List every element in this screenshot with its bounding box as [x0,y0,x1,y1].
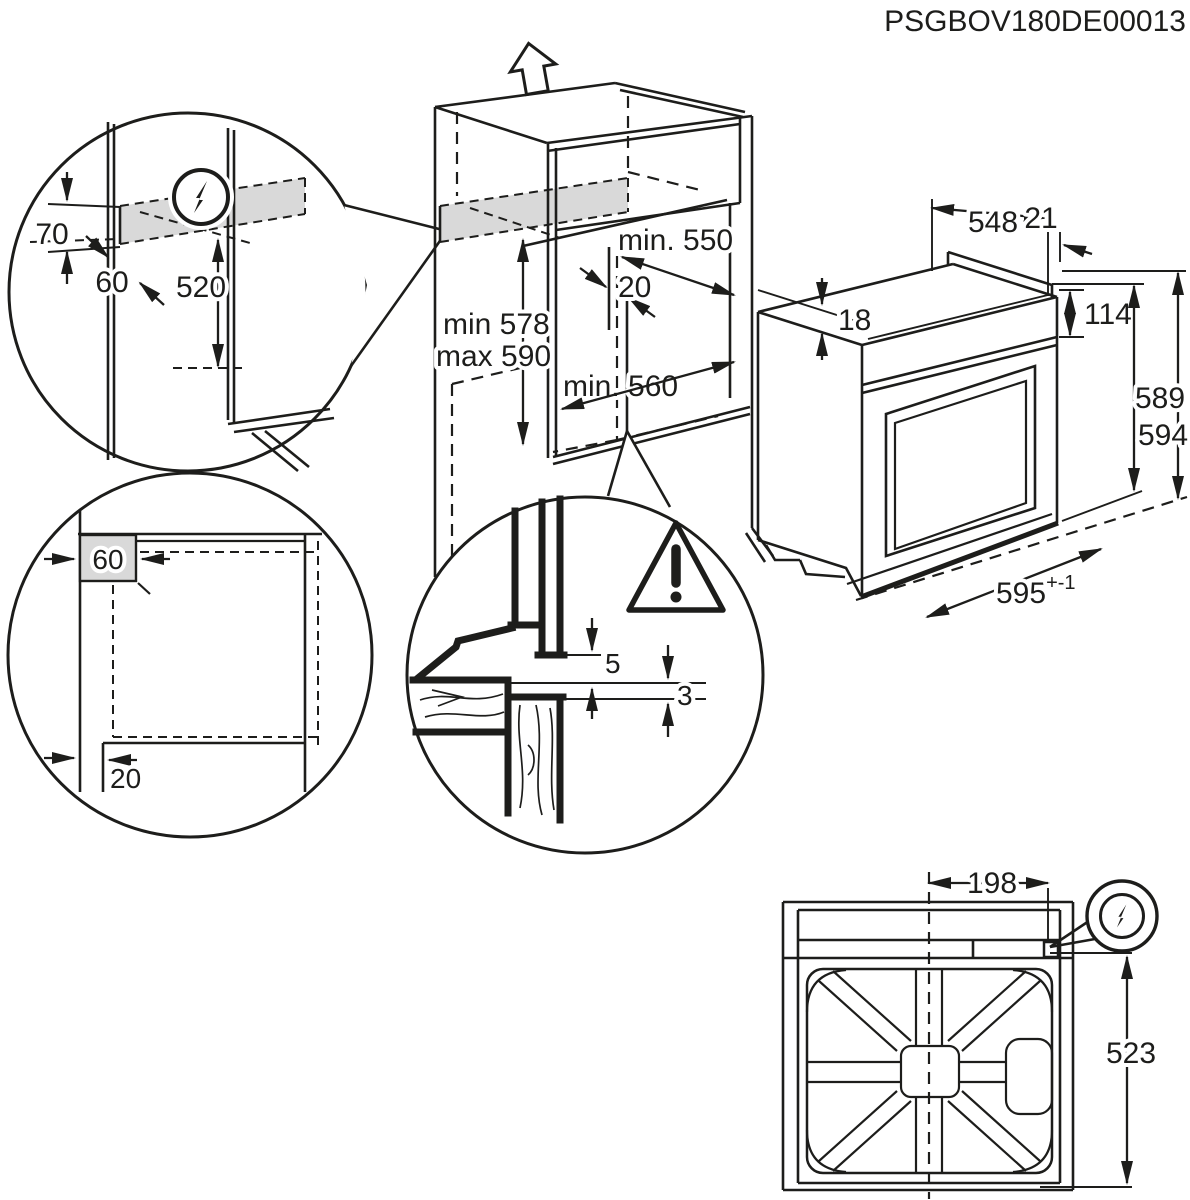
corner-detail-view: 60 20 [6,471,374,839]
dim-60: 60 [95,266,128,299]
dim-20-corner: 20 [110,763,141,794]
lightning-bolt-icon [168,164,234,230]
document-code: PSGBOV180DE00013 [884,5,1186,38]
dim-20-back: 20 [618,271,651,304]
dim-198: 198 [967,867,1017,900]
warning-triangle-icon [626,520,726,613]
recess-shade [78,533,138,583]
up-arrow-icon [507,41,560,97]
dim-70: 70 [35,218,68,251]
rear-connection-view: 198 523 [781,863,1160,1199]
dim-60-corner: 60 [92,544,123,575]
callout-wedge [608,431,670,506]
dim-114: 114 [1084,298,1132,331]
dim-548: 548 [968,206,1018,239]
dim-594: 594 [1138,419,1188,452]
lightning-bolt-icon [1049,879,1159,953]
dim-523: 523 [1106,1037,1156,1070]
electrical-recess-shade-main [440,178,628,242]
cabinet-cutout-view: min 578 max 590 min. 550 20 min. 560 [432,41,775,577]
dim-520: 520 [176,271,226,304]
dim-5: 5 [605,648,621,679]
dim-18: 18 [838,304,871,337]
dim-595: 595+-1 [996,572,1076,610]
dim-min-578: min 578 [443,308,550,341]
electrical-detail-view: 70 60 520 [7,111,449,473]
oven-door-window [884,364,1037,558]
dim-min-550: min. 550 [618,224,733,257]
dim-max-590: max 590 [436,340,551,373]
front-gap-detail-view: 5 3 [405,430,765,855]
dim-3: 3 [677,680,693,711]
oven-dimensions-view: 548 21 18 114 589 594 595+-1 [756,198,1190,619]
dim-589: 589 [1135,382,1185,415]
dim-21: 21 [1024,202,1057,235]
callout-wedge [344,205,447,366]
dim-min-560: min. 560 [563,370,678,403]
detail-circle [405,495,765,855]
